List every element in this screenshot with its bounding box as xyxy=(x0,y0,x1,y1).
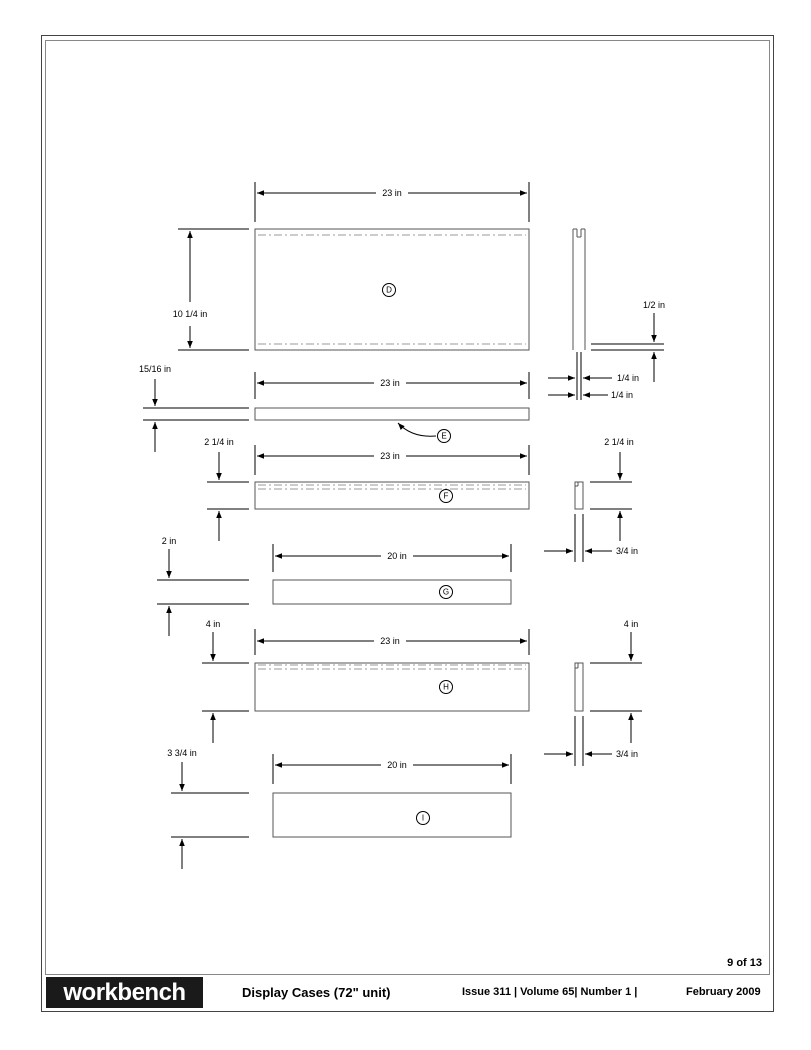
part-e-id: E xyxy=(441,432,446,441)
part-h-width-label: 4 in xyxy=(206,619,221,629)
part-f-thickness-label: 3/4 in xyxy=(616,546,638,556)
part-h-thickness-label: 3/4 in xyxy=(616,749,638,759)
part-g-width-label: 2 in xyxy=(162,536,177,546)
part-e-marker xyxy=(437,429,451,443)
page-frame xyxy=(41,35,774,1012)
part-g-marker xyxy=(439,585,453,599)
part-i-length-dimension xyxy=(272,754,512,784)
part-e-length-label: 23 in xyxy=(380,378,400,388)
part-f-length-label: 23 in xyxy=(380,451,400,461)
part-i-length-label: 20 in xyxy=(387,760,407,770)
part-e-strip xyxy=(254,407,530,421)
part-d-width-label: 10 1/4 in xyxy=(173,309,208,319)
part-f-edge-view xyxy=(574,481,584,562)
part-d-width-dimension xyxy=(178,228,249,351)
part-g-length-label: 20 in xyxy=(387,551,407,561)
part-d-marker xyxy=(382,283,396,297)
part-g-length-dimension xyxy=(272,544,512,572)
part-d-length-label: 23 in xyxy=(382,188,402,198)
part-e-leader xyxy=(397,422,437,437)
part-f-marker xyxy=(439,489,453,503)
part-d-groove-width-label: 1/4 in xyxy=(617,373,639,383)
part-h-strip xyxy=(254,662,530,712)
part-h-side-width-dimension xyxy=(590,632,642,743)
part-e-thickness-label: 15/16 in xyxy=(139,364,171,374)
part-d-length-dimension xyxy=(254,182,530,222)
footer-divider xyxy=(45,974,770,975)
part-g-width-dimension xyxy=(157,549,249,636)
part-i-width-label: 3 3/4 in xyxy=(167,748,197,758)
part-h-side-width-label: 4 in xyxy=(624,619,639,629)
part-h-id: H xyxy=(443,683,449,692)
part-f-side-width-label: 2 1/4 in xyxy=(604,437,634,447)
part-i-width-dimension xyxy=(171,762,249,869)
part-f-id: F xyxy=(444,492,449,501)
page-number: 9 of 13 xyxy=(727,957,762,969)
workbench-logo: workbench xyxy=(46,977,203,1008)
part-i-marker xyxy=(416,811,430,825)
part-h-marker xyxy=(439,680,453,694)
part-e-thickness-dimension xyxy=(143,379,249,452)
part-f-width-dimension xyxy=(207,452,249,541)
part-h-width-dimension xyxy=(202,632,249,743)
part-d-groove-label: 1/2 in xyxy=(643,300,665,310)
part-f-side-width-dimension xyxy=(590,452,632,541)
part-d-groove-dimension xyxy=(591,313,664,382)
part-d-panel xyxy=(254,228,530,351)
part-f-strip xyxy=(254,481,530,510)
publication-date: February 2009 xyxy=(686,986,761,998)
part-i-id: I xyxy=(422,814,424,823)
part-d-tongue-dimensions xyxy=(548,375,612,398)
part-i-panel xyxy=(272,792,512,838)
document-title: Display Cases (72" unit) xyxy=(242,985,391,1000)
part-h-length-dimension xyxy=(254,629,530,655)
part-f-length-dimension xyxy=(254,445,530,475)
part-d-tongue-label: 1/4 in xyxy=(611,390,633,400)
part-h-length-label: 23 in xyxy=(380,636,400,646)
issue-info: Issue 311 | Volume 65| Number 1 | xyxy=(462,986,638,998)
part-d-id: D xyxy=(386,286,392,295)
part-h-edge-view xyxy=(574,662,584,766)
part-f-width-label: 2 1/4 in xyxy=(204,437,234,447)
part-d-edge-view xyxy=(572,228,586,400)
part-g-id: G xyxy=(443,588,449,597)
part-e-length-dimension xyxy=(254,372,530,399)
part-g-strip xyxy=(272,579,512,605)
